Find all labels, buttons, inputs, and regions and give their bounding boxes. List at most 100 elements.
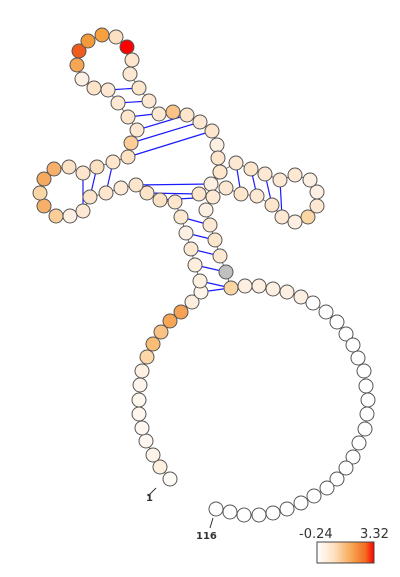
nucleotide-node bbox=[131, 80, 147, 96]
nucleotide-node bbox=[86, 80, 102, 96]
nucleotide-node bbox=[351, 435, 367, 451]
nucleotide-node bbox=[162, 471, 178, 487]
nucleotide-node bbox=[69, 57, 85, 73]
nucleotide-node bbox=[120, 109, 136, 125]
nucleotide-node bbox=[129, 122, 145, 138]
nucleotide-node bbox=[184, 294, 200, 310]
nucleotide-node bbox=[212, 248, 228, 264]
nucleotide-node bbox=[119, 39, 135, 55]
nucleotide-node bbox=[237, 278, 253, 294]
nucleotide-node bbox=[202, 217, 218, 233]
nucleotide-node bbox=[124, 52, 140, 68]
nucleotide-node bbox=[319, 480, 335, 496]
nucleotide-node bbox=[98, 185, 114, 201]
colorbar-max-label: 3.32 bbox=[360, 527, 389, 542]
nucleotide-node bbox=[223, 280, 239, 296]
nucleotide-node bbox=[75, 203, 91, 219]
colorbar-min-label: -0.24 bbox=[299, 527, 333, 542]
nucleotide-node bbox=[305, 295, 321, 311]
nucleotide-node bbox=[338, 326, 354, 342]
nucleotide-node bbox=[359, 406, 375, 422]
nucleotide-node bbox=[203, 176, 219, 192]
nucleotide-node bbox=[75, 165, 91, 181]
nucleotide-node bbox=[36, 171, 52, 187]
nucleotide-node bbox=[236, 507, 252, 523]
nucleotide-node bbox=[178, 225, 194, 241]
nucleotide-node bbox=[204, 123, 220, 139]
nucleotide-node bbox=[329, 314, 345, 330]
nucleotide-node bbox=[187, 257, 203, 273]
nucleotide-node bbox=[279, 501, 295, 517]
nucleotide-node bbox=[48, 208, 64, 224]
nucleotide-node bbox=[309, 198, 325, 214]
end-label: 116 bbox=[196, 531, 217, 542]
nucleotide-node bbox=[123, 135, 139, 151]
nucleotide-node bbox=[139, 185, 155, 201]
nucleotide-node bbox=[192, 273, 208, 289]
nucleotide-node bbox=[145, 447, 161, 463]
nucleotide-node bbox=[345, 337, 361, 353]
nucleotide-node bbox=[120, 149, 136, 165]
nucleotide-node bbox=[167, 194, 183, 210]
nucleotide-node bbox=[350, 350, 366, 366]
nucleotide-node bbox=[89, 159, 105, 175]
nucleotide-node bbox=[279, 284, 295, 300]
nucleotide-node bbox=[131, 392, 147, 408]
nucleotide-node bbox=[122, 66, 138, 82]
nucleotide-node bbox=[153, 324, 169, 340]
nucleotide-node bbox=[251, 278, 267, 294]
base-pair-line bbox=[136, 114, 188, 131]
nucleotide-node bbox=[257, 166, 273, 182]
nucleotide-node bbox=[345, 449, 361, 465]
nucleotide-node bbox=[249, 188, 265, 204]
nucleotide-node bbox=[243, 161, 259, 177]
nucleotide-node bbox=[139, 349, 155, 365]
nucleotide-node bbox=[300, 209, 316, 225]
nucleotide-node bbox=[209, 137, 225, 153]
nucleotide-node bbox=[141, 93, 157, 109]
nucleotide-nodes bbox=[32, 27, 376, 523]
nucleotide-node bbox=[272, 172, 288, 188]
nucleotide-node bbox=[62, 208, 78, 224]
nucleotide-node bbox=[287, 214, 303, 230]
nucleotide-node bbox=[152, 459, 168, 475]
nucleotide-node bbox=[132, 377, 148, 393]
nucleotide-node bbox=[228, 155, 244, 171]
nucleotide-node bbox=[165, 104, 181, 120]
nucleotide-node bbox=[191, 186, 207, 202]
nucleotide-node bbox=[105, 154, 121, 170]
nucleotide-node bbox=[293, 495, 309, 511]
nucleotide-node bbox=[198, 202, 214, 218]
nucleotide-node bbox=[218, 180, 234, 196]
nucleotide-node bbox=[110, 95, 126, 111]
nucleotide-node bbox=[138, 433, 154, 449]
nucleotide-node bbox=[309, 184, 325, 200]
nucleotide-node bbox=[329, 471, 345, 487]
colorbar-gradient bbox=[316, 541, 375, 564]
nucleotide-node bbox=[356, 363, 372, 379]
nucleotide-node bbox=[251, 507, 267, 523]
nucleotide-node bbox=[208, 501, 224, 517]
nucleotide-node bbox=[128, 177, 144, 193]
start-label-tick bbox=[147, 487, 157, 497]
nucleotide-node bbox=[179, 107, 195, 123]
nucleotide-node bbox=[46, 161, 62, 177]
nucleotide-node bbox=[265, 281, 281, 297]
nucleotide-node bbox=[233, 186, 249, 202]
nucleotide-node bbox=[274, 209, 290, 225]
nucleotide-node bbox=[210, 150, 226, 166]
nucleotide-node bbox=[287, 167, 303, 183]
nucleotide-node bbox=[108, 29, 124, 45]
nucleotide-node bbox=[192, 114, 208, 130]
colorbar: -0.24 3.32 bbox=[299, 527, 389, 564]
nucleotide-node bbox=[218, 264, 234, 280]
nucleotide-node bbox=[265, 505, 281, 521]
nucleotide-node bbox=[94, 27, 110, 43]
base-pair-line bbox=[135, 183, 212, 186]
nucleotide-node bbox=[131, 406, 147, 422]
nucleotide-node bbox=[338, 460, 354, 476]
nucleotide-node bbox=[205, 189, 221, 205]
nucleotide-node bbox=[207, 232, 223, 248]
nucleotide-node bbox=[212, 164, 228, 180]
